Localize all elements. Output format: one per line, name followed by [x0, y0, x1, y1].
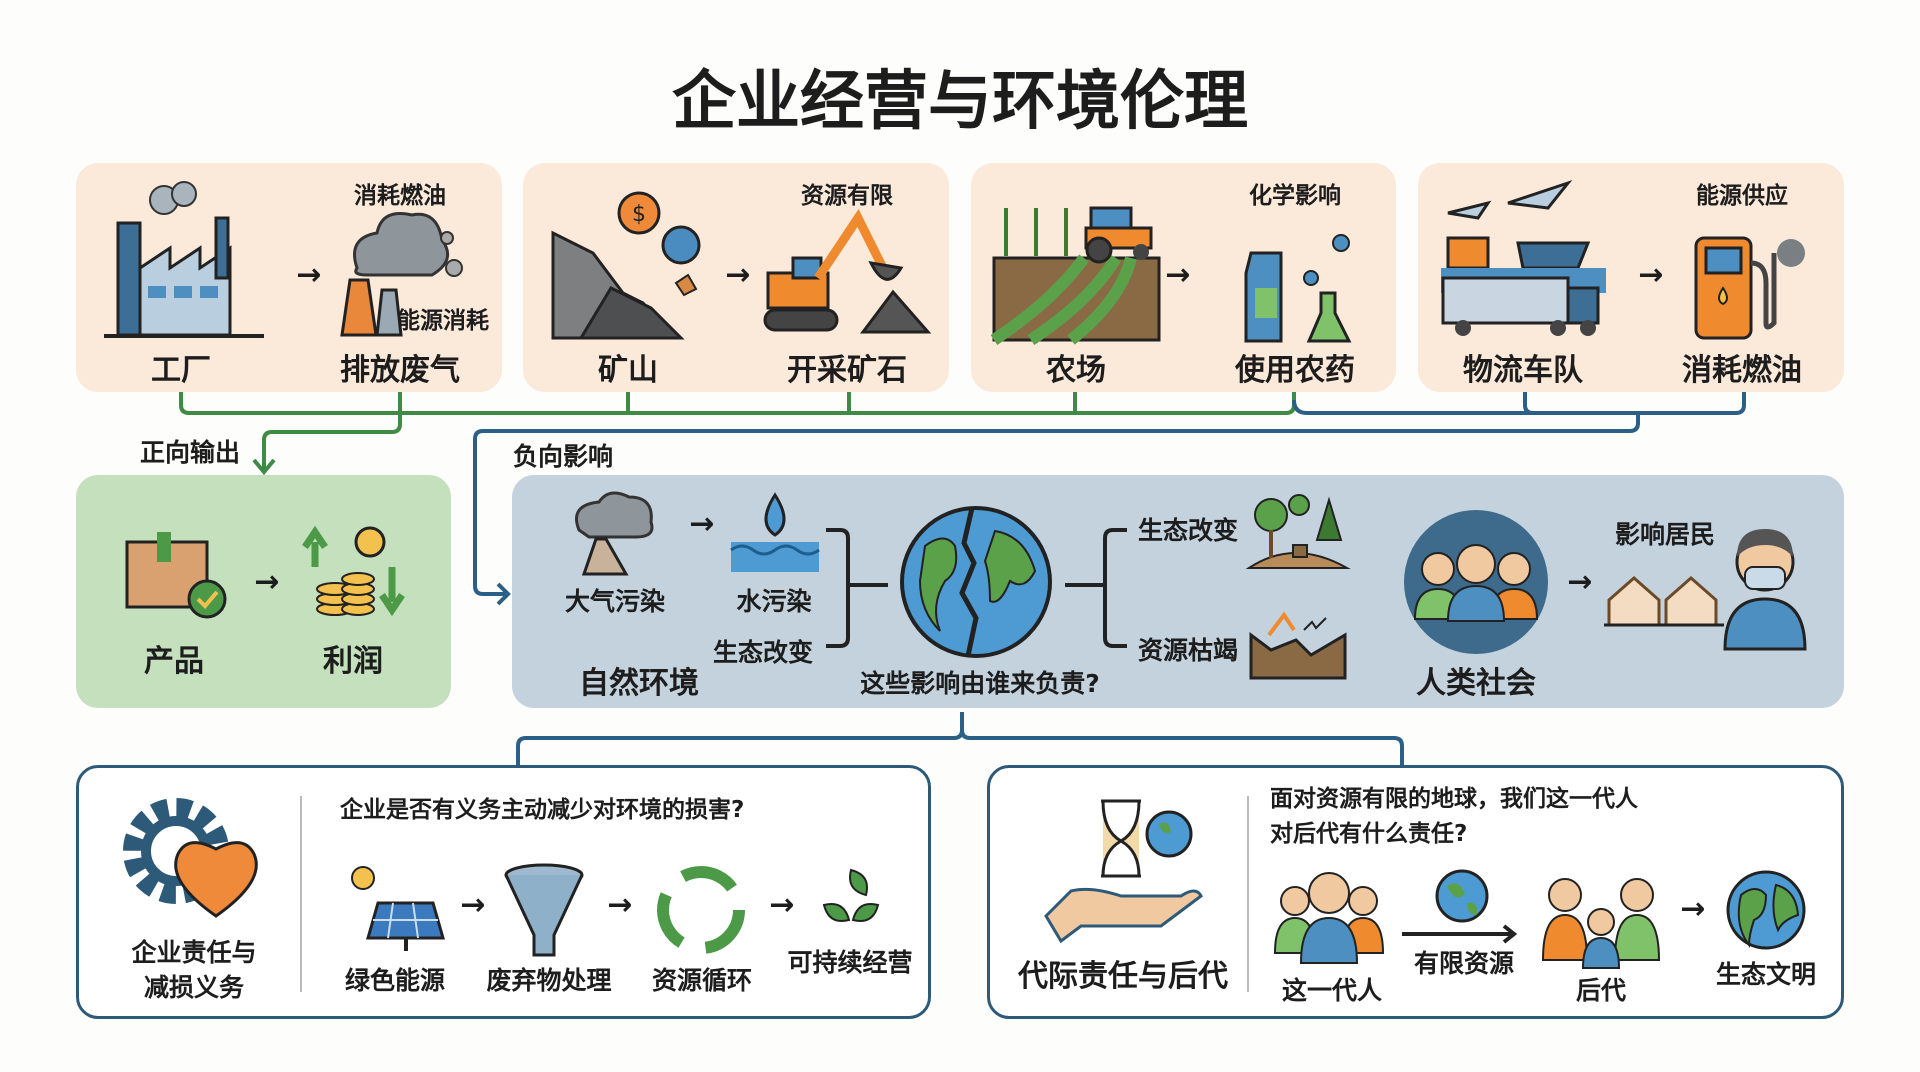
intergenerational-title: 代际责任与后代	[1018, 959, 1228, 994]
step-green-energy: 绿色能源	[344, 966, 446, 995]
positive-output-box: → 产品 利润	[76, 475, 451, 708]
divider	[1247, 796, 1249, 992]
ecological-civilization-globe-icon	[1726, 870, 1806, 950]
step-sustainable-operation: 可持续经营	[787, 948, 913, 977]
negative-impact-box: → 大气污染 水污染 生态改变 自然环境 这些影响由谁来负责? 生态改变 资源枯…	[512, 475, 1844, 708]
logistics-fleet-label: 物流车队	[1463, 353, 1583, 388]
step-resource-recycling: 资源循环	[651, 966, 753, 995]
arrow-icon: →	[296, 257, 322, 293]
water-pollution-label: 水污染	[736, 587, 812, 616]
hourglass-hand-icon	[1044, 799, 1203, 944]
intergenerational-question-line2: 对后代有什么责任?	[1270, 821, 1468, 847]
cracked-earth-globe-icon	[900, 506, 1052, 658]
arrow-icon: →	[254, 564, 280, 600]
current-generation-label: 这一代人	[1281, 976, 1383, 1005]
sustainability-leaves-icon	[822, 868, 880, 922]
farm-card: → 农场 使用农药 化学影响	[971, 163, 1396, 392]
excavator-icon	[763, 209, 932, 334]
eco-change-left-label: 生态改变	[712, 638, 814, 667]
gear-heart-icon	[123, 798, 258, 918]
emission-smoke-icon	[340, 212, 463, 337]
corporate-responsibility-title-line1: 企业责任与	[131, 938, 257, 967]
fuel-consumption-note: 消耗燃油	[354, 183, 446, 209]
recycling-cycle-icon	[657, 866, 745, 954]
houses-icon	[1604, 576, 1724, 627]
logistics-card: → 物流车队 消耗燃油 能源供应	[1418, 163, 1844, 392]
intergenerational-responsibility-box: 代际责任与后代 面对资源有限的地球，我们这一代人 对后代有什么责任? 这一代人 …	[987, 765, 1844, 1019]
ecological-civilization-label: 生态文明	[1715, 960, 1817, 989]
factory-icon	[104, 181, 264, 338]
bracket-lines	[826, 528, 1127, 648]
fuel-pump-icon	[1694, 236, 1805, 340]
current-generation-icon	[1273, 872, 1385, 964]
responsibility-question: 这些影响由谁来负责?	[860, 669, 1100, 698]
arrow-icon: →	[689, 506, 715, 542]
limited-resources-note: 资源有限	[801, 183, 893, 209]
farm-field-icon	[990, 206, 1161, 345]
factory-card: → 工厂 排放废气 消耗燃油 能源消耗	[76, 163, 502, 392]
arrow-icon: →	[1680, 891, 1706, 927]
corporate-responsibility-box: 企业责任与 减损义务 企业是否有义务主动减少对环境的损害? → → → 绿色能源…	[76, 765, 931, 1019]
exhaust-label: 排放废气	[340, 353, 460, 388]
pesticide-label: 使用农药	[1235, 353, 1355, 388]
step-waste-treatment: 废弃物处理	[486, 966, 612, 995]
energy-supply-note: 能源供应	[1696, 183, 1788, 209]
waste-funnel-icon	[504, 863, 584, 957]
energy-consumption-note: 能源消耗	[397, 308, 489, 334]
divider	[300, 796, 302, 992]
svg-text:$: $	[632, 202, 646, 227]
positive-output-label: 正向输出	[139, 438, 241, 467]
mine-label: 矿山	[598, 353, 658, 388]
product-label: 产品	[144, 644, 204, 679]
mine-card: $ → 矿山 开采矿石 资源有限	[523, 163, 949, 392]
eco-change-right-label: 生态改变	[1137, 516, 1239, 545]
depleted-land-icon	[1249, 611, 1347, 680]
mine-mountain-icon: $	[551, 191, 701, 340]
affected-residents-label: 影响居民	[1614, 520, 1716, 549]
intergenerational-question-line1: 面对资源有限的地球，我们这一代人	[1270, 786, 1638, 812]
arrow-icon: →	[460, 887, 486, 923]
air-pollution-icon	[575, 491, 654, 576]
masked-resident-icon	[1723, 529, 1807, 651]
arrow-icon: →	[769, 887, 795, 923]
fuel-consumption-label: 消耗燃油	[1682, 353, 1802, 388]
arrow-icon: →	[725, 257, 751, 293]
future-generation-icon	[1541, 878, 1661, 969]
ore-mining-label: 开采矿石	[787, 353, 907, 388]
air-pollution-label: 大气污染	[564, 587, 666, 616]
arrow-icon: →	[1165, 257, 1191, 293]
future-generation-label: 后代	[1575, 976, 1627, 1005]
profit-label: 利润	[323, 644, 383, 679]
nature-label: 自然环境	[579, 666, 699, 701]
corporate-responsibility-title-line2: 减损义务	[143, 973, 245, 1002]
arrow-icon: →	[1638, 257, 1664, 293]
page-title: 企业经营与环境伦理	[672, 65, 1248, 139]
negative-impact-label: 负向影响	[512, 442, 614, 471]
human-society-people-icon	[1404, 510, 1548, 654]
factory-label: 工厂	[151, 353, 211, 388]
limited-resources-arrow	[1402, 869, 1518, 944]
profit-coins-icon	[302, 525, 405, 617]
pesticide-spray-icon	[1244, 234, 1352, 343]
arrow-icon: →	[607, 887, 633, 923]
product-box-icon	[125, 532, 227, 619]
logistics-fleet-icon	[1441, 179, 1606, 336]
limited-resources-label: 有限资源	[1413, 949, 1515, 978]
corporate-question: 企业是否有义务主动减少对环境的损害?	[340, 797, 745, 823]
farm-label: 农场	[1046, 353, 1106, 388]
resource-depletion-label: 资源枯竭	[1137, 636, 1239, 665]
human-society-label: 人类社会	[1416, 666, 1536, 701]
arrow-icon: →	[1567, 564, 1593, 600]
water-pollution-icon	[730, 492, 820, 572]
chemical-impact-note: 化学影响	[1249, 183, 1341, 209]
solar-energy-icon	[351, 866, 445, 951]
deforestation-trees-icon	[1245, 494, 1351, 569]
